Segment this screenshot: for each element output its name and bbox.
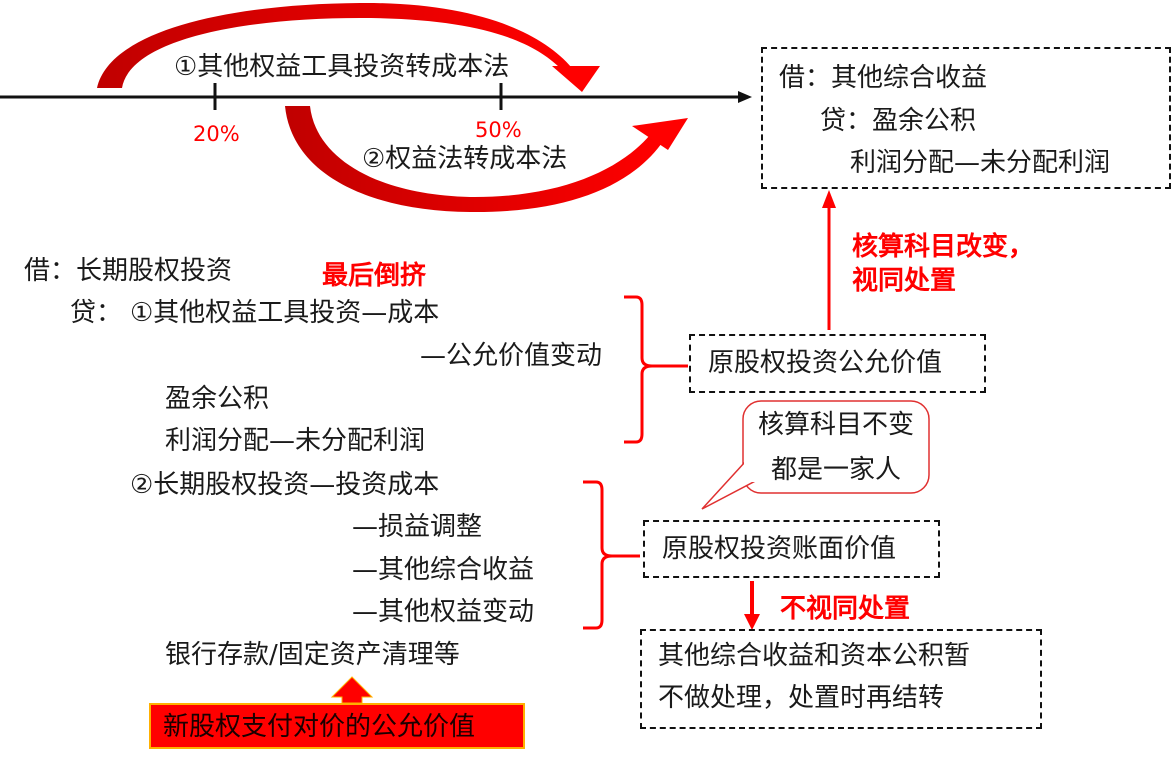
debit-oci-line: 借：其他综合收益 [779, 63, 988, 93]
timeline-axis [0, 83, 752, 110]
brace-group-1-icon [624, 295, 688, 444]
fair-value-label: 原股权投资公允价值 [708, 348, 943, 378]
credit-2-line-2: —损益调整 [352, 512, 483, 542]
new-equity-banner-label: 新股权支付对价的公允价值 [163, 712, 476, 742]
top-right-entry-box: 借：其他综合收益 贷：盈余公积 利润分配—未分配利润 [761, 47, 1171, 189]
treated-as-disposal-note: 核算科目改变， 视同处置 [852, 230, 1034, 298]
book-value-box: 原股权投资账面价值 [643, 520, 940, 578]
arrow-label-equity-to-cost: ②权益法转成本法 [362, 144, 568, 174]
credit-3-line: 银行存款/固定资产清理等 [165, 640, 460, 670]
credit-2-line-1: ②长期股权投资—投资成本 [130, 470, 440, 500]
credit-1-line-2: —公允价值变动 [420, 341, 603, 371]
curved-arrow-top-icon [97, 2, 600, 92]
note-line-1: 核算科目改变， [852, 232, 1035, 262]
callout-line-1: 核算科目不变 [757, 410, 914, 440]
credit-1-line-1: ①其他权益工具投资—成本 [130, 298, 440, 328]
down-arrow-icon [744, 581, 760, 630]
brace-group-2-icon [583, 480, 640, 630]
book-value-label: 原股权投资账面价值 [662, 534, 897, 564]
arrow-label-other-equity-to-cost: ①其他权益工具投资转成本法 [174, 52, 510, 82]
credit-1-line-4: 利润分配—未分配利润 [165, 426, 426, 456]
credit-2-line-3: —其他综合收益 [352, 555, 535, 585]
credit-1-line-3: 盈余公积 [165, 384, 270, 414]
callout-bubble-icon [701, 400, 930, 510]
debit-long-term-equity: 借：长期股权投资 [24, 256, 233, 286]
credit-surplus-line: 贷：盈余公积 [820, 106, 977, 136]
not-treated-as-disposal-note: 不视同处置 [780, 594, 911, 624]
curved-arrow-bottom-icon [285, 106, 688, 213]
credit-label: 贷： [70, 298, 123, 328]
plug-figure-note: 最后倒挤 [322, 261, 427, 291]
banner-up-arrow-icon [330, 676, 374, 704]
new-equity-banner: 新股权支付对价的公允价值 [149, 703, 525, 749]
tick-label-50: 50% [475, 118, 522, 142]
callout-line-2: 都是一家人 [770, 455, 901, 485]
fair-value-box: 原股权投资公允价值 [689, 334, 986, 393]
note-line-2: 视同处置 [852, 266, 957, 296]
bottom-box-line-2: 不做处理，处置时再结转 [658, 683, 945, 713]
tick-label-20: 20% [193, 122, 240, 146]
up-arrow-icon [822, 190, 836, 330]
bottom-box-line-1: 其他综合收益和资本公积暂 [658, 641, 971, 671]
credit-retained-line: 利润分配—未分配利润 [850, 148, 1111, 178]
credit-2-line-4: —其他权益变动 [352, 597, 535, 627]
bottom-right-box: 其他综合收益和资本公积暂 不做处理，处置时再结转 [640, 629, 1042, 729]
